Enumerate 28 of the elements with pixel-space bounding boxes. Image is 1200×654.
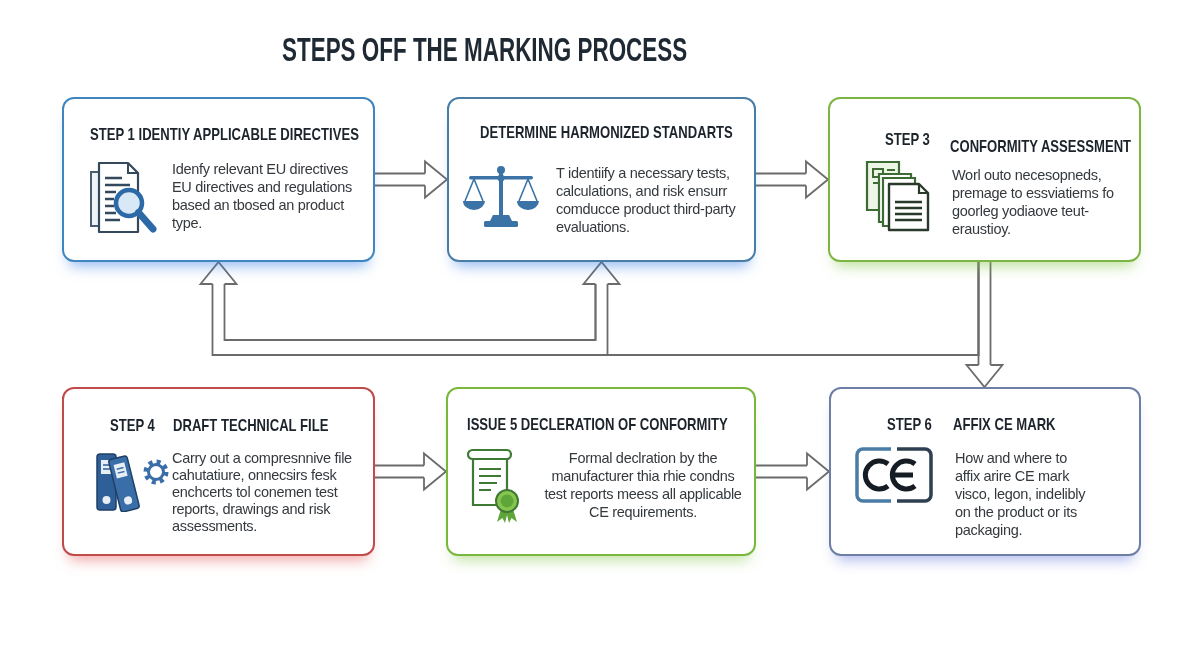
step-title: CONFORMITY ASSESSMENT — [950, 137, 1132, 157]
block-arrow — [965, 261, 1004, 388]
step-description: How and where to affix arire CE mark visco, legon, indelibly on the product or its packaging. — [955, 449, 1087, 539]
step-card — [829, 387, 1141, 556]
step-card — [446, 387, 756, 556]
step-title: STEP 1 IDENTIY APPLICABLE DIRECTIVES — [90, 125, 359, 145]
step-card — [62, 97, 375, 262]
step-title: AFFIX CE MARK — [953, 415, 1056, 435]
step-card — [828, 97, 1141, 262]
step-title: DRAFT TECHNICAL FILE — [173, 416, 329, 436]
step-description: Carry out a compresnnive file cahutatiure, onnecsirs fesk enchcerts tol conemen test reports, drawings and risk assessments. — [172, 450, 353, 535]
step-description: T identiify a necessary tests, calculations, and risk ensurr comducce product third-party evaluations. — [556, 164, 737, 236]
step-title: DETERMINE HARMONIZED STANDARTS — [480, 123, 733, 143]
block-arrow — [755, 160, 829, 199]
step-description: Idenfy relevant EU directives EU directives and regulations based an tbosed an product type. — [172, 160, 353, 232]
step-card — [62, 387, 375, 556]
feedback-arrow — [199, 261, 980, 356]
diagram-title: STEPS OFF THE MARKING PROCESS — [282, 31, 688, 69]
step-description: Worl outo necesopneds, premage to essviatiems fo goorleg yodiaove teut-eraustioy. — [952, 166, 1115, 238]
step-description: Formal declration by the manufacturer thia rhie condns test reports meess all applicable CE requirements. — [543, 449, 743, 521]
step-card — [447, 97, 756, 262]
step-number: STEP 4 — [110, 416, 155, 436]
step-title: ISSUE 5 DECLERATION OF CONFORMITY — [467, 415, 728, 435]
step-number: STEP 6 — [887, 415, 932, 435]
block-arrow — [374, 452, 447, 491]
step-number: STEP 3 — [885, 130, 930, 150]
block-arrow — [755, 452, 830, 491]
block-arrow — [374, 160, 448, 199]
